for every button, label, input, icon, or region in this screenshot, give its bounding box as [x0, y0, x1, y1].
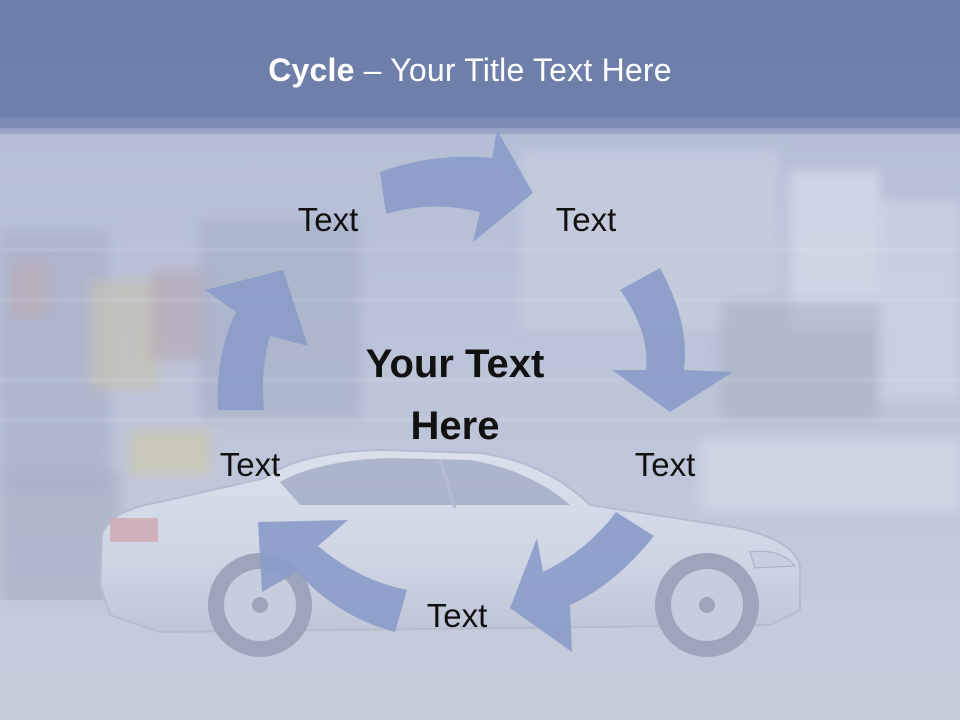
- cycle-arrow-top: [380, 130, 533, 242]
- cycle-arrow-lower-right: [510, 512, 654, 652]
- node-label-right: Text: [634, 446, 696, 483]
- car-silhouette: [98, 448, 801, 657]
- center-text-line1: Your Text: [365, 342, 545, 386]
- slide-title: Cycle – Your Title Text Here: [0, 52, 940, 89]
- title-bold: Cycle: [268, 52, 355, 88]
- node-label-left: Text: [219, 446, 281, 483]
- cycle-arrow-left: [205, 270, 308, 410]
- node-label-bottom: Text: [426, 597, 488, 634]
- center-text-line2: Here: [410, 404, 500, 448]
- title-rest: – Your Title Text Here: [354, 52, 672, 88]
- center-text: Your Text Here: [366, 333, 545, 457]
- node-label-top-left: Text: [297, 201, 359, 238]
- cycle-arrow-upper-right: [612, 268, 733, 412]
- cycle-arrow-bottom: [258, 520, 407, 632]
- node-label-top-right: Text: [555, 201, 617, 238]
